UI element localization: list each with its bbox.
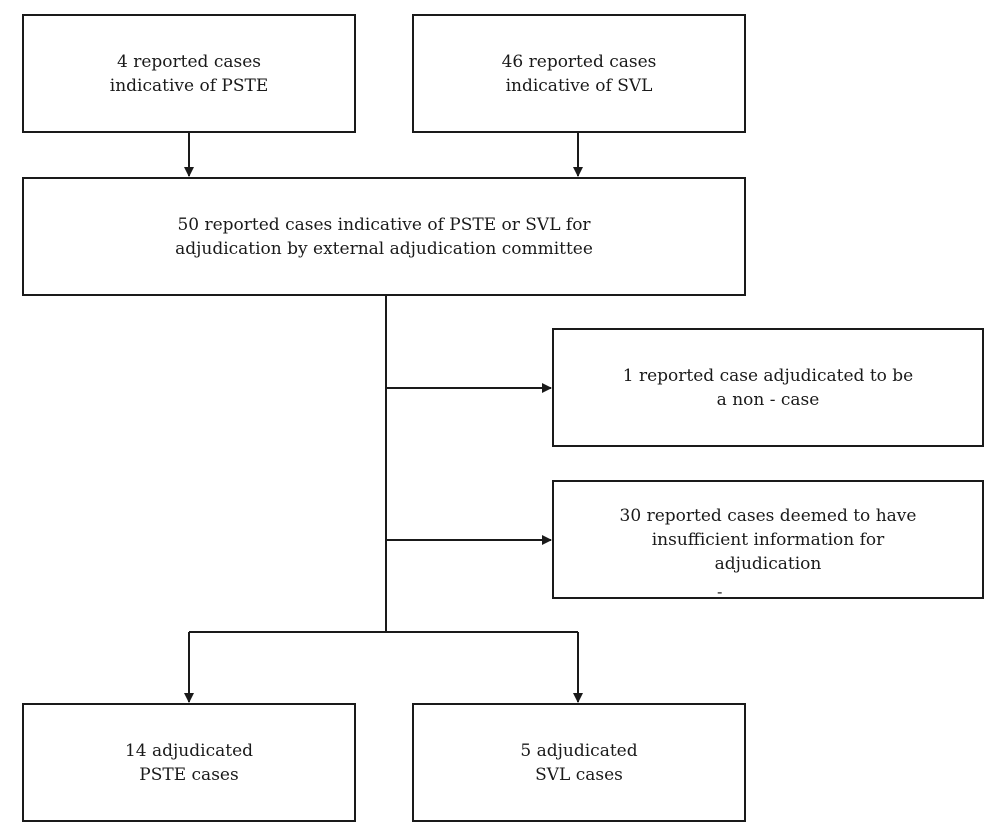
box-text-line: indicative of PSTE	[109, 75, 269, 96]
box-svl-adjudicated: 5 adjudicated SVL cases	[412, 703, 746, 822]
box-text-line: 5 adjudicated	[520, 740, 638, 761]
box-text-line: 1 reported case adjudicated to be	[622, 365, 914, 386]
box-text-line: adjudication by external adjudication co…	[175, 238, 593, 259]
box-combined: 50 reported cases indicative of PSTE or …	[22, 177, 746, 296]
box-text-line: adjudication	[714, 553, 822, 574]
box-text-line: insufficient information for	[651, 529, 885, 550]
box-text-line: 30 reported cases deemed to have	[619, 505, 917, 526]
box-pste-reported: 4 reported cases indicative of PSTE	[22, 14, 356, 133]
box-text-line: 46 reported cases	[501, 51, 657, 72]
stray-dash-mark: -	[717, 582, 723, 601]
box-svl-reported: 46 reported cases indicative of SVL	[412, 14, 746, 133]
box-text-line: SVL cases	[535, 764, 623, 785]
box-text-line: indicative of SVL	[505, 75, 653, 96]
box-text-line: a non - case	[716, 389, 820, 410]
box-text-line: 14 adjudicated	[124, 740, 254, 761]
box-text-line: 4 reported cases	[117, 51, 261, 72]
box-pste-adjudicated: 14 adjudicated PSTE cases	[22, 703, 356, 822]
box-text-line: PSTE cases	[139, 764, 239, 785]
box-text-line: 50 reported cases indicative of PSTE or …	[177, 214, 591, 235]
box-insufficient-information: 30 reported cases deemed to have insuffi…	[552, 480, 984, 599]
box-non-case: 1 reported case adjudicated to be a non …	[552, 328, 984, 447]
